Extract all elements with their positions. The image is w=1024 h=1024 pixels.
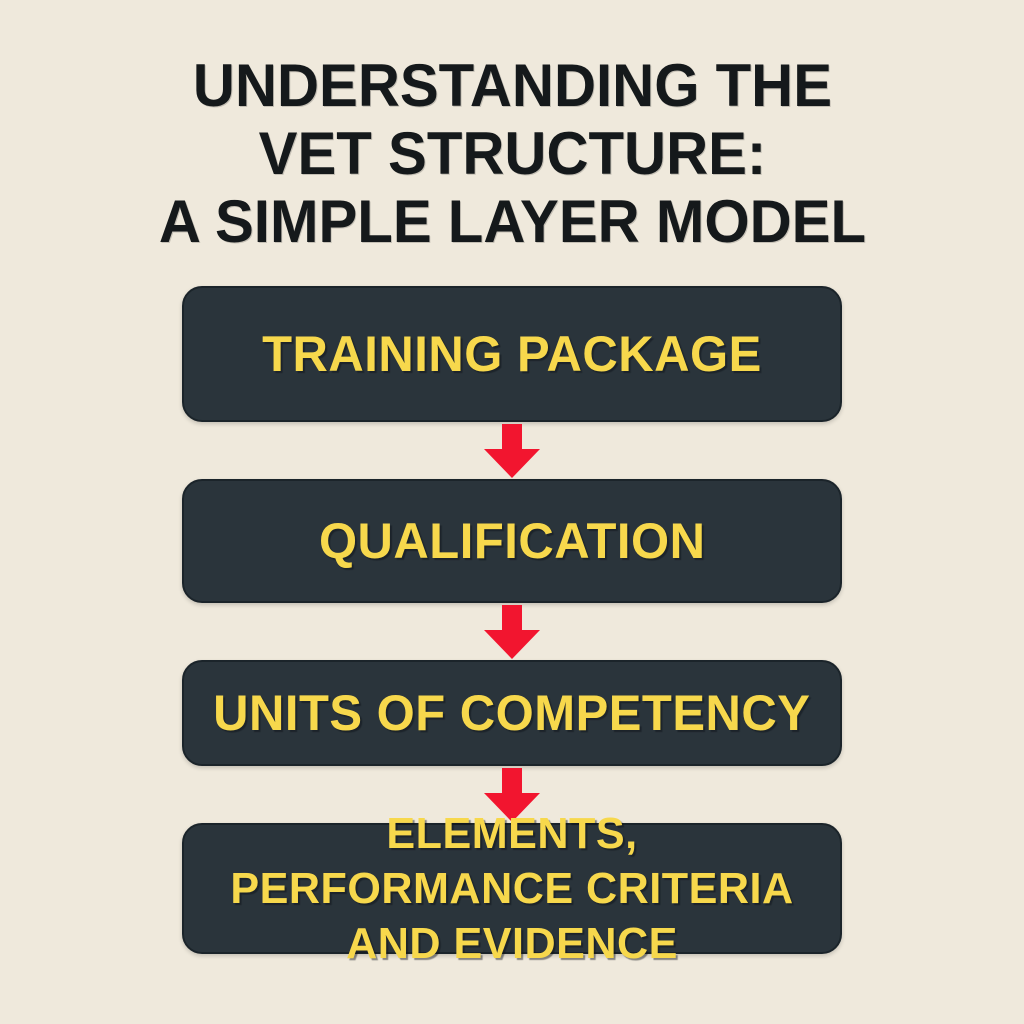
page-title: UNDERSTANDING THE VET STRUCTURE: A SIMPL… bbox=[158, 52, 865, 256]
layer-box-qualification: QUALIFICATION bbox=[182, 479, 842, 603]
title-line-2: VET STRUCTURE: bbox=[258, 120, 766, 187]
layer-label: UNITS OF COMPETENCY bbox=[213, 685, 811, 741]
layer-flow-diagram: TRAINING PACKAGE QUALIFICATION UNITS OF … bbox=[182, 286, 842, 968]
layer-box-elements-performance-criteria: ELEMENTS, PERFORMANCE CRITERIA AND EVIDE… bbox=[182, 809, 842, 968]
layer-label: QUALIFICATION bbox=[318, 513, 706, 569]
title-line-1: UNDERSTANDING THE bbox=[192, 52, 832, 119]
down-arrow-icon bbox=[483, 603, 541, 660]
title-line-3: A SIMPLE LAYER MODEL bbox=[158, 188, 866, 255]
layer-label: ELEMENTS, PERFORMANCE CRITERIA AND EVIDE… bbox=[230, 809, 794, 968]
down-arrow-icon bbox=[483, 422, 541, 479]
layer-label: TRAINING PACKAGE bbox=[262, 326, 762, 382]
layer-box-units-of-competency: UNITS OF COMPETENCY bbox=[182, 660, 842, 766]
layer-box-training-package: TRAINING PACKAGE bbox=[182, 286, 842, 422]
down-arrow-icon bbox=[483, 766, 541, 823]
